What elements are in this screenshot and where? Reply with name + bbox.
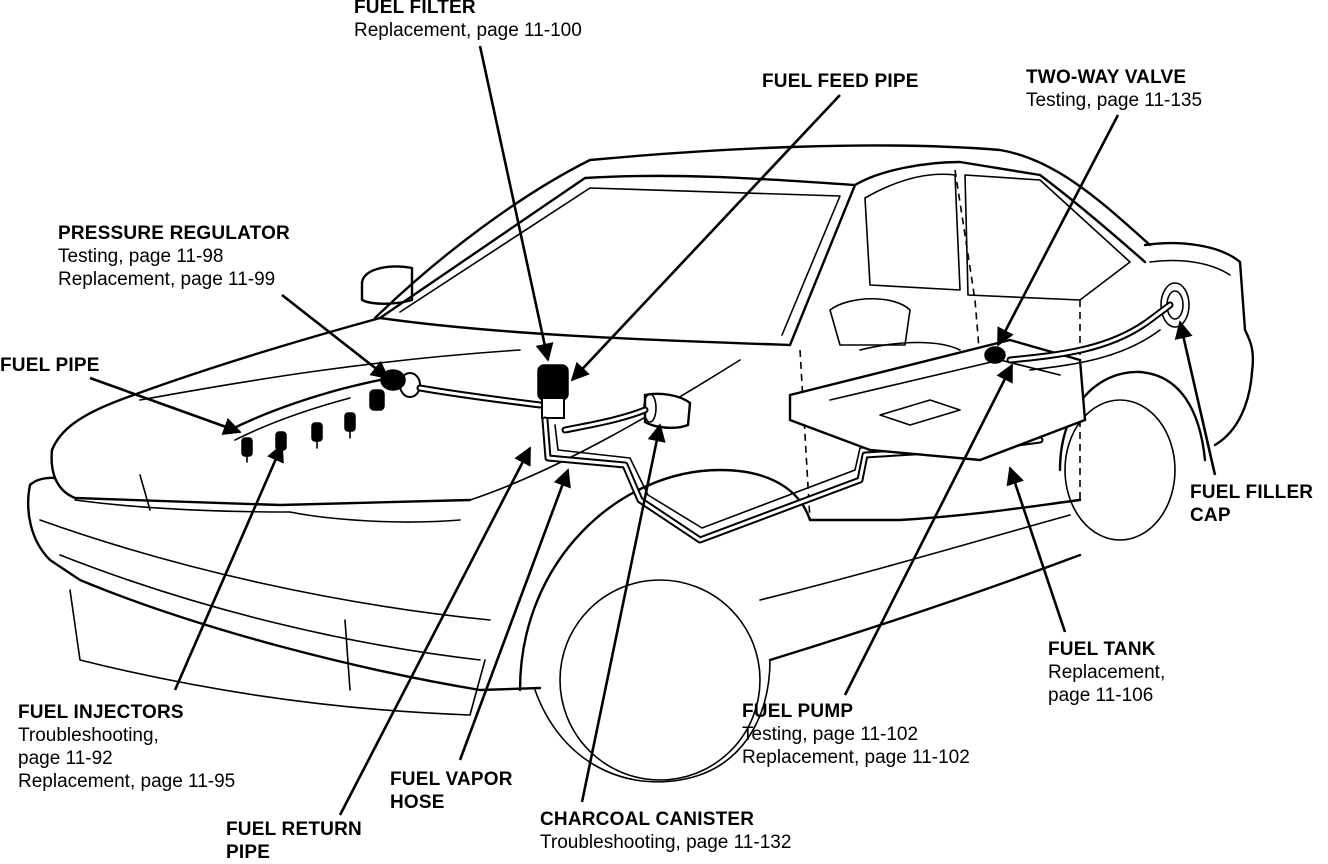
label-two-way-valve: TWO-WAY VALVE Testing, page 11-135 (1026, 66, 1202, 112)
label-pressure-regulator: PRESSURE REGULATOR Testing, page 11-98 R… (58, 222, 290, 291)
leader-pressure-regulator (281, 293, 390, 380)
leader-fuel-filler-cap (1174, 320, 1217, 476)
two-way-valve (984, 346, 1006, 364)
label-fuel-filler-cap: FUEL FILLER CAP (1190, 481, 1313, 527)
label-detail: Replacement, page 11-99 (58, 269, 276, 290)
label-title: FUEL FEED PIPE (762, 71, 919, 92)
label-title: CHARCOAL CANISTER (540, 809, 755, 830)
label-title: FUEL VAPOR (390, 769, 513, 790)
label-detail: Replacement, page 11-100 (354, 20, 582, 41)
label-title: TWO-WAY VALVE (1026, 67, 1187, 88)
leader-fuel-tank (1006, 466, 1067, 633)
leader-fuel-feed-pipe (570, 94, 841, 382)
leader-charcoal-canister (580, 423, 666, 803)
label-title: FUEL INJECTORS (18, 702, 184, 723)
label-title: FUEL FILTER (354, 0, 476, 18)
label-detail: Replacement, page 11-95 (18, 771, 236, 792)
fuel-system-components (228, 301, 1174, 544)
label-fuel-tank: FUEL TANK Replacement, page 11-106 (1048, 638, 1165, 707)
label-detail: Replacement, page 11-102 (742, 747, 970, 768)
label-title: PIPE (226, 842, 271, 863)
leader-two-way-valve (996, 114, 1120, 347)
leader-fuel-injectors (173, 443, 284, 691)
leader-fuel-filter (478, 45, 554, 362)
label-title: FUEL RETURN (226, 819, 362, 840)
label-detail: page 11-92 (18, 748, 113, 769)
label-fuel-return-pipe: FUEL RETURN PIPE (226, 818, 362, 864)
label-fuel-feed-pipe: FUEL FEED PIPE (762, 70, 919, 93)
label-detail: Testing, page 11-98 (58, 246, 224, 267)
label-detail: Replacement, (1048, 662, 1166, 683)
label-fuel-pipe: FUEL PIPE (0, 354, 100, 377)
leader-fuel-return-pipe (338, 446, 532, 816)
label-detail: Troubleshooting, page 11-132 (540, 832, 792, 853)
label-detail: Testing, page 11-135 (1026, 90, 1203, 111)
leader-lines (89, 45, 1217, 816)
pressure-regulator (369, 369, 421, 411)
charcoal-canister (643, 392, 692, 430)
car-body (27, 144, 1255, 783)
label-fuel-filter: FUEL FILTER Replacement, page 11-100 (354, 0, 582, 42)
label-detail: page 11-106 (1048, 685, 1154, 706)
leader-fuel-pump (843, 363, 1014, 696)
label-title: FUEL FILLER (1190, 482, 1314, 503)
label-detail: Troubleshooting, (18, 725, 159, 746)
label-title: PRESSURE REGULATOR (58, 223, 290, 244)
label-title: FUEL TANK (1048, 639, 1156, 660)
label-fuel-pump: FUEL PUMP Testing, page 11-102 Replaceme… (742, 700, 970, 769)
fuel-filter (537, 364, 569, 419)
fuel-injectors (241, 412, 356, 463)
label-fuel-vapor-hose: FUEL VAPOR HOSE (390, 768, 513, 814)
label-fuel-injectors: FUEL INJECTORS Troubleshooting, page 11-… (18, 701, 235, 793)
label-title: FUEL PUMP (742, 701, 854, 722)
leader-fuel-vapor-hose (458, 468, 571, 761)
label-charcoal-canister: CHARCOAL CANISTER Troubleshooting, page … (540, 808, 791, 854)
label-title: HOSE (390, 792, 445, 813)
label-title: FUEL PIPE (0, 355, 100, 376)
label-detail: Testing, page 11-102 (742, 724, 919, 745)
leader-fuel-pipe (89, 376, 242, 436)
label-title: CAP (1190, 505, 1231, 526)
